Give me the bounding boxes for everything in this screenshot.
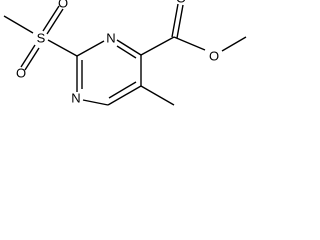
molecule-structure: S O O N N O O (3, 0, 247, 106)
bond-ester-oxygen-methyl (221, 36, 247, 52)
bond-sulfur-oxygen-bottom-b (24, 47, 40, 71)
atom-sulfonyl-oxygen-bottom: O (16, 66, 26, 81)
bond-n3-c4 (116, 39, 142, 56)
bond-c4-carbonyl (140, 36, 175, 56)
bond-sulfur-ring (47, 39, 78, 57)
bond-c6-n1 (82, 99, 109, 106)
bond-carbonyl-oxygen-a (171, 3, 179, 38)
bond-c2-n3 (76, 40, 105, 57)
atom-ring-nitrogen-bottom: N (71, 91, 80, 106)
atom-sulfonyl-oxygen-top: O (58, 0, 68, 11)
atom-ester-oxygen: O (209, 49, 219, 64)
bond-methyl-sulfur (3, 15, 34, 34)
atom-carbonyl-oxygen: O (176, 0, 186, 6)
bond-sulfur-oxygen-top-b (46, 8, 64, 35)
bond-c5-methyl (140, 85, 175, 106)
bond-n3-c4-inner (116, 45, 137, 59)
atom-sulfur: S (37, 31, 46, 46)
bond-c5-c6 (107, 85, 142, 106)
bond-sulfur-oxygen-top-a (42, 5, 60, 32)
bond-carbonyl-ester-oxygen (173, 36, 206, 51)
atom-ring-nitrogen-top: N (106, 31, 115, 46)
bond-carbonyl-oxygen-b (176, 4, 184, 39)
bond-sulfur-oxygen-bottom-a (20, 44, 36, 68)
bond-c5-c6-inner (108, 81, 137, 99)
